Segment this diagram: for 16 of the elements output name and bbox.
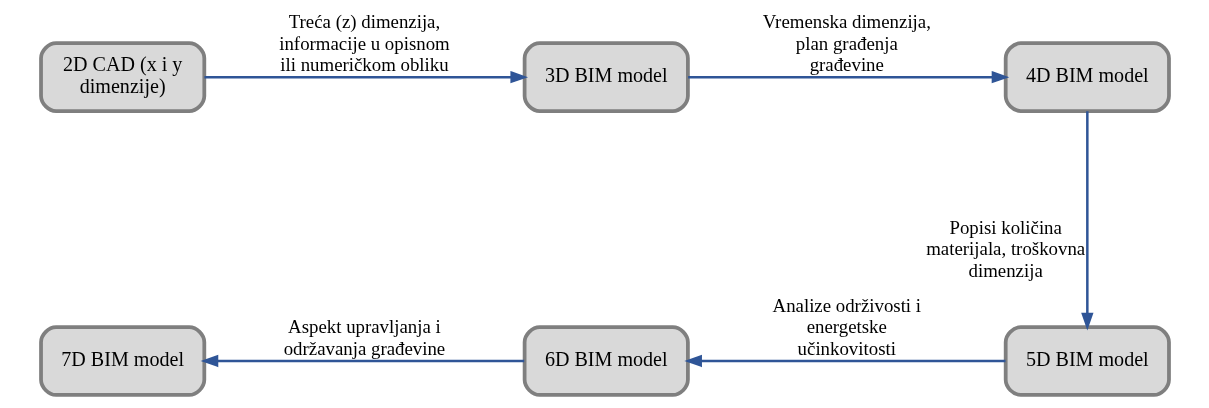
node-box: 3D BIM model xyxy=(522,41,690,113)
edge-label: Vremenska dimenzija, plan građenja građevine xyxy=(762,11,931,75)
arrow xyxy=(200,354,524,368)
edge-label: Popisi količina materijala, troškovna dimenzija xyxy=(925,217,1085,281)
node-box: 5D BIM model xyxy=(1003,325,1171,397)
node-box: 6D BIM model xyxy=(522,325,690,397)
arrow xyxy=(1080,111,1093,331)
node-box: 2D CAD (x i y dimenzije) xyxy=(38,41,206,113)
arrow xyxy=(683,354,1005,368)
edge-label: Aspekt upravljanja i održavanja građevine xyxy=(283,316,445,359)
arrow xyxy=(687,70,1009,84)
arrow xyxy=(203,70,528,84)
node-box: 7D BIM model xyxy=(38,325,206,397)
edge-label: Analize održivosti i energetske učinkovitosti xyxy=(772,295,921,359)
node-box: 4D BIM model xyxy=(1003,41,1171,113)
edge-label: Treća (z) dimenzija, informacije u opisnom ili numeričkom obliku xyxy=(278,11,450,75)
